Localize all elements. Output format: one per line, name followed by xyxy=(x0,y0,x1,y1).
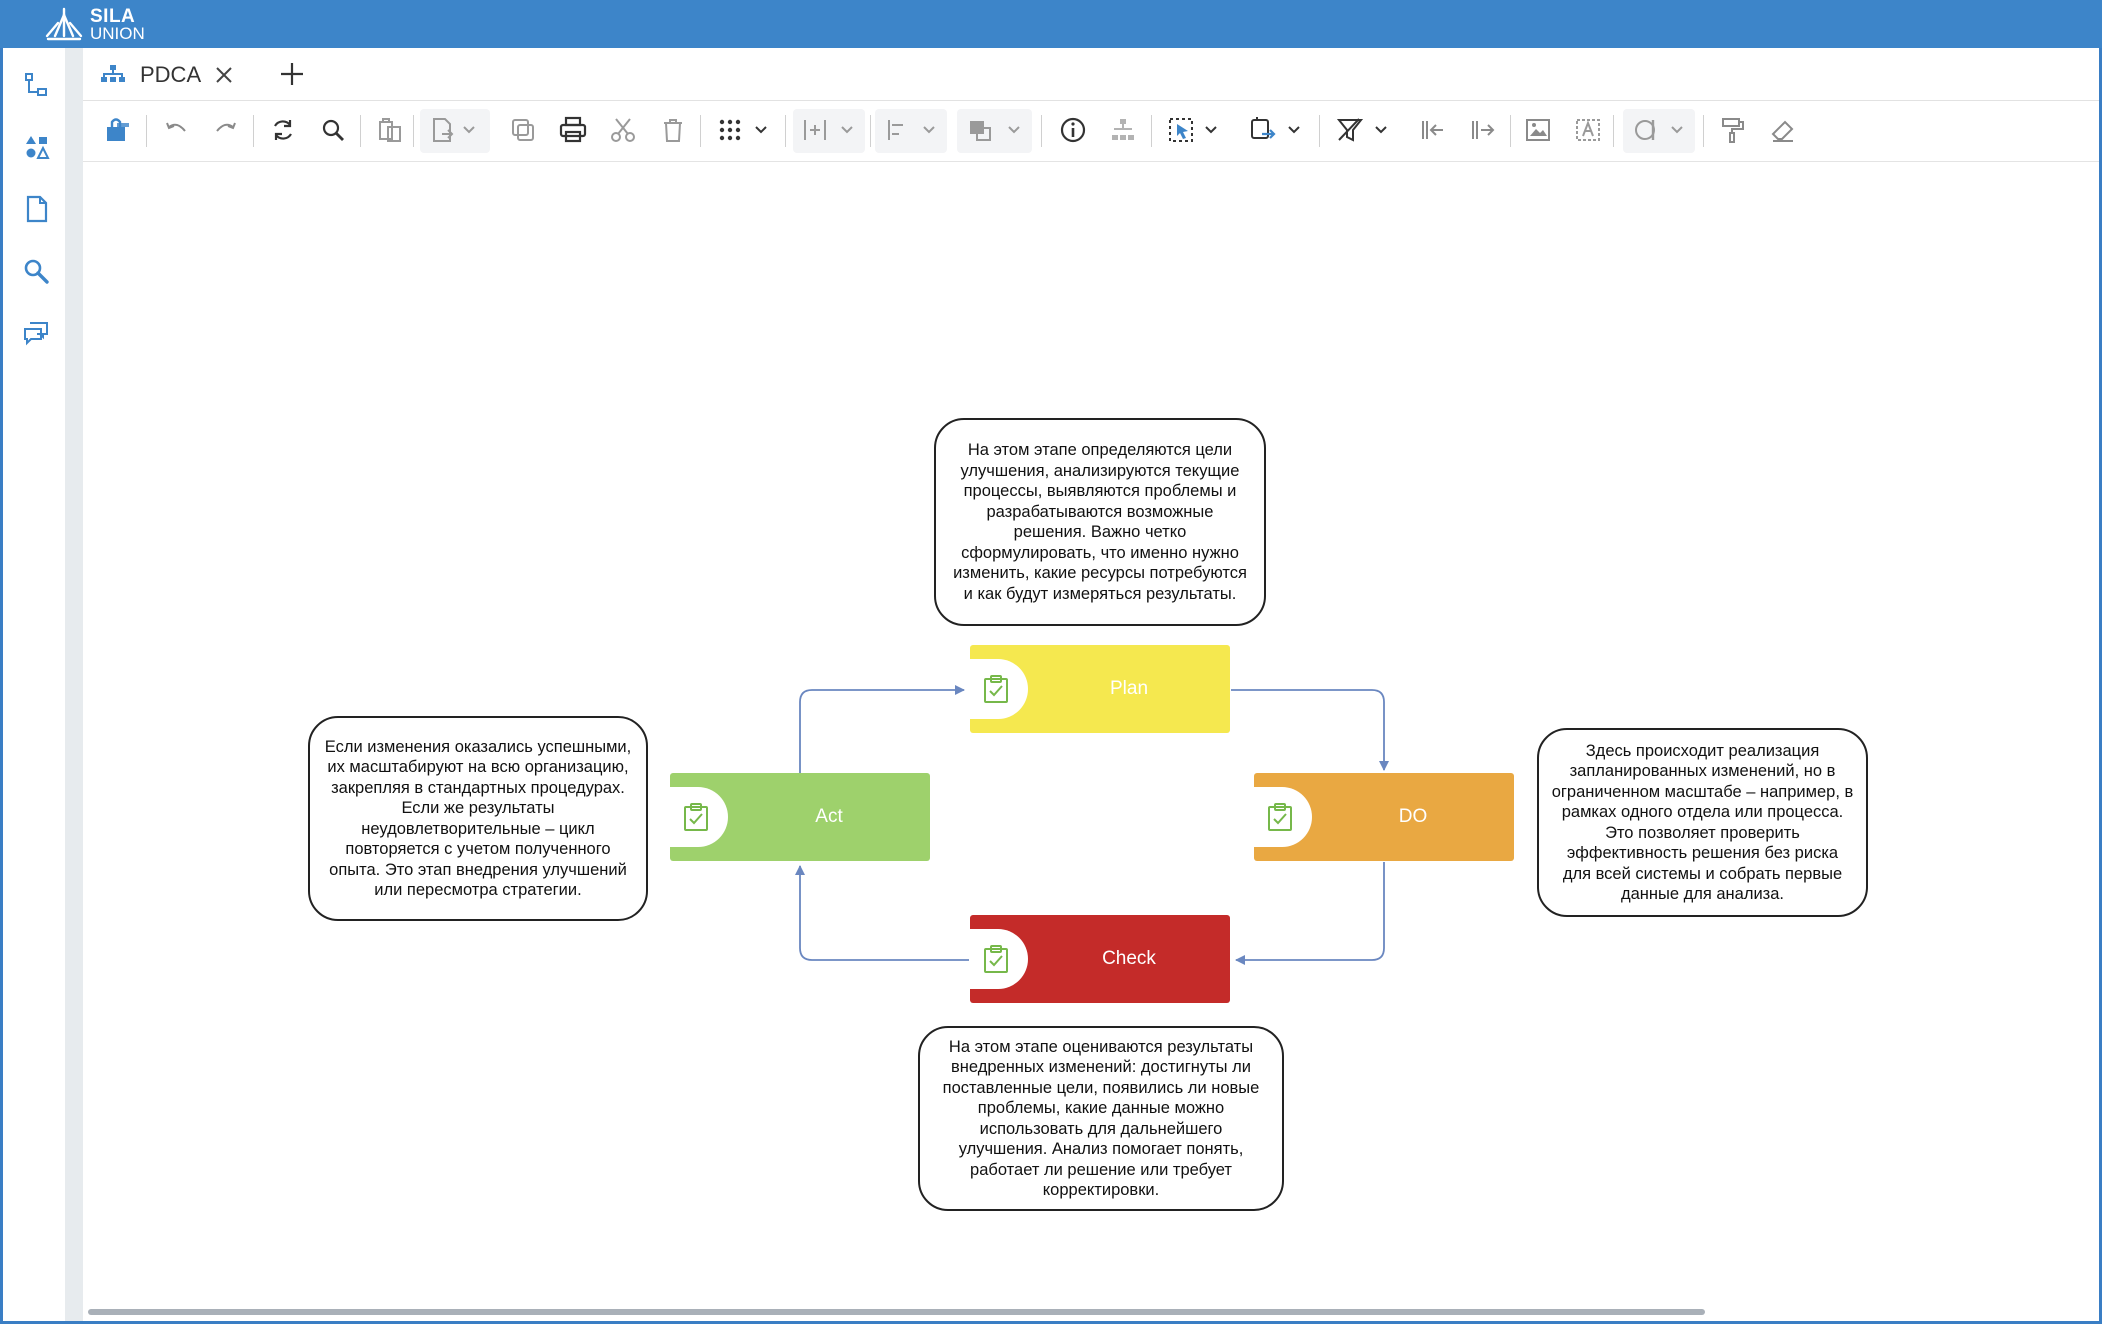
redo-icon[interactable] xyxy=(211,115,241,145)
clipboard-check-icon xyxy=(1268,803,1292,831)
step-label: Act xyxy=(815,806,843,827)
comments-icon[interactable] xyxy=(21,318,51,348)
sidebar-divider xyxy=(65,48,83,1321)
chevron-down-icon[interactable] xyxy=(1373,121,1389,137)
chevron-down-icon[interactable] xyxy=(921,121,937,137)
edit-lock-icon[interactable] xyxy=(103,115,133,145)
close-icon[interactable] xyxy=(214,65,234,85)
left-sidebar xyxy=(3,48,65,1321)
refresh-icon[interactable] xyxy=(268,115,298,145)
toolbar-separator xyxy=(1151,115,1152,147)
brand-name: SILA UNION xyxy=(90,6,145,43)
chevron-down-icon[interactable] xyxy=(1006,121,1022,137)
clipboard-check-icon xyxy=(984,945,1008,973)
select-area-icon[interactable] xyxy=(1166,115,1196,145)
toolbar-separator xyxy=(700,115,701,147)
toolbar-separator xyxy=(1703,115,1704,147)
text-box-icon[interactable] xyxy=(1573,115,1603,145)
align-icon[interactable] xyxy=(883,115,913,145)
grid-icon[interactable] xyxy=(715,115,745,145)
horizontal-scrollbar[interactable] xyxy=(88,1309,1705,1315)
diagram-icon xyxy=(101,65,125,82)
step-act[interactable]: Act xyxy=(670,773,930,861)
toolbar-separator xyxy=(1613,115,1614,147)
shape-outline-icon[interactable] xyxy=(1631,115,1661,145)
tab-pdca[interactable]: PDCA xyxy=(83,48,248,100)
step-label: Check xyxy=(1102,948,1156,969)
chevron-down-icon[interactable] xyxy=(1286,121,1302,137)
step-check[interactable]: Check xyxy=(970,915,1230,1003)
cut-icon[interactable] xyxy=(608,115,638,145)
eraser-icon[interactable] xyxy=(1768,115,1798,145)
toolbar-separator xyxy=(146,115,147,147)
button-group-bg xyxy=(1623,109,1695,153)
plan-description-note[interactable]: На этом этапе определяются цели улучшени… xyxy=(934,418,1266,626)
chevron-down-icon[interactable] xyxy=(1203,121,1219,137)
expand-right-icon[interactable] xyxy=(1468,115,1498,145)
duplicate-icon[interactable] xyxy=(508,115,538,145)
info-icon[interactable] xyxy=(1058,115,1088,145)
add-tab-icon[interactable] xyxy=(279,61,305,87)
tab-label: PDCA xyxy=(140,62,202,87)
zoom-icon[interactable] xyxy=(318,115,348,145)
distribute-icon[interactable] xyxy=(800,115,830,145)
format-painter-icon[interactable] xyxy=(1718,115,1748,145)
hierarchy-icon[interactable] xyxy=(1108,115,1138,145)
sila-union-logo xyxy=(45,7,83,41)
clipboard-check-icon xyxy=(984,675,1008,703)
button-group-bg xyxy=(957,109,1032,153)
check-description-note[interactable]: На этом этапе оцениваются результаты вне… xyxy=(918,1026,1284,1211)
delete-icon[interactable] xyxy=(658,115,688,145)
shapes-icon[interactable] xyxy=(21,132,51,162)
brand-line-2: UNION xyxy=(90,24,145,43)
undo-icon[interactable] xyxy=(161,115,191,145)
toolbar-separator xyxy=(785,115,786,147)
chevron-down-icon[interactable] xyxy=(461,121,477,137)
brand-line-1: SILA xyxy=(90,6,136,27)
model-tree-icon[interactable] xyxy=(21,70,51,100)
note-text: На этом этапе оцениваются результаты вне… xyxy=(942,1037,1260,1200)
arrange-icon[interactable] xyxy=(965,115,995,145)
export-icon[interactable] xyxy=(1248,115,1278,145)
button-group-bg xyxy=(875,109,947,153)
clipboard-check-icon xyxy=(684,803,708,831)
chevron-down-icon[interactable] xyxy=(753,121,769,137)
step-plan[interactable]: Plan xyxy=(970,645,1230,733)
button-group-bg xyxy=(420,109,490,153)
step-label: Plan xyxy=(1109,678,1149,699)
step-label: DO xyxy=(1398,806,1428,827)
chevron-down-icon[interactable] xyxy=(1669,121,1685,137)
filter-off-icon[interactable] xyxy=(1335,115,1365,145)
toolbar-separator xyxy=(413,115,414,147)
shrink-left-icon[interactable] xyxy=(1418,115,1448,145)
toolbar-separator xyxy=(1319,115,1320,147)
search-icon[interactable] xyxy=(21,256,51,286)
act-description-note[interactable]: Если изменения оказались успешными, их м… xyxy=(308,716,648,921)
tab-bar: PDCA xyxy=(83,48,2099,101)
toolbar-separator xyxy=(253,115,254,147)
image-icon[interactable] xyxy=(1523,115,1553,145)
toolbar-separator xyxy=(1041,115,1042,147)
toolbar-separator xyxy=(870,115,871,147)
toolbar-separator xyxy=(360,115,361,147)
print-icon[interactable] xyxy=(558,115,588,145)
toolbar-separator xyxy=(1510,115,1511,147)
note-text: Здесь происходит реализация запланирован… xyxy=(1551,741,1854,904)
step-do[interactable]: DO xyxy=(1254,773,1514,861)
toolbar xyxy=(83,101,2099,162)
title-bar: SILA UNION xyxy=(0,0,2102,48)
insert-object-icon[interactable] xyxy=(428,115,458,145)
paste-icon[interactable] xyxy=(375,115,405,145)
do-description-note[interactable]: Здесь происходит реализация запланирован… xyxy=(1537,728,1868,917)
document-icon[interactable] xyxy=(21,194,51,224)
chevron-down-icon[interactable] xyxy=(839,121,855,137)
note-text: На этом этапе определяются цели улучшени… xyxy=(953,441,1247,603)
note-text: Если изменения оказались успешными, их м… xyxy=(324,737,632,900)
